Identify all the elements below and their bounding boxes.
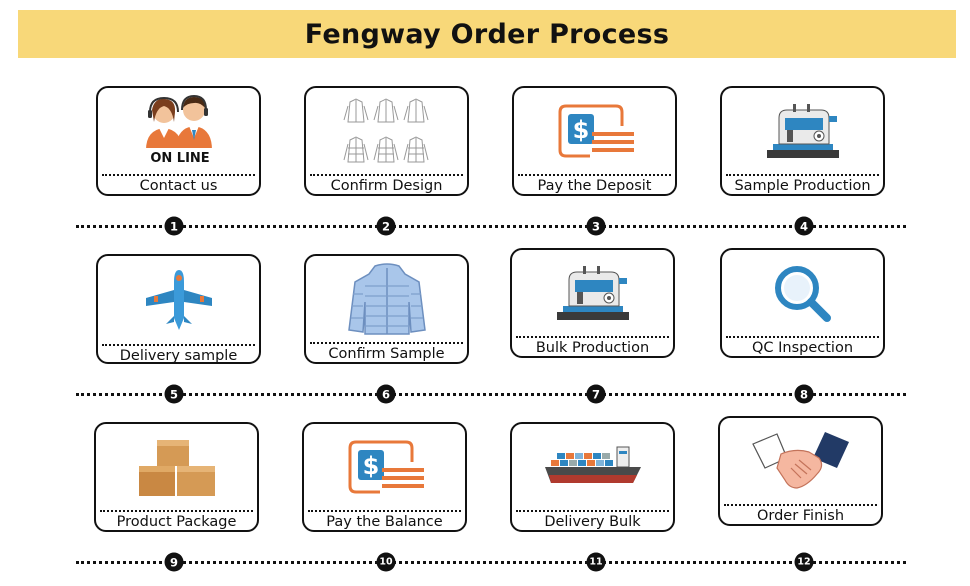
label-divider xyxy=(100,510,253,512)
label-divider xyxy=(726,336,879,338)
step-label: Confirm Sample xyxy=(328,346,445,362)
svg-text:$: $ xyxy=(572,116,589,144)
sewing-machine-icon xyxy=(722,94,883,170)
step-card-bulk-production: Bulk Production xyxy=(510,248,675,358)
step-card-order-finish: Order Finish xyxy=(718,416,883,526)
step-label: Pay the Balance xyxy=(326,514,443,530)
step-label: Sample Production xyxy=(734,178,871,194)
label-divider xyxy=(518,174,671,176)
magnifier-icon xyxy=(722,256,883,332)
label-divider xyxy=(516,336,669,338)
step-card-pay-deposit: $ Pay the Deposit xyxy=(512,86,677,196)
timeline-row-2 xyxy=(76,393,906,396)
step-card-qc-inspection: QC Inspection xyxy=(720,248,885,358)
step-card-delivery-bulk: Delivery Bulk xyxy=(510,422,675,532)
step-label: Pay the Deposit xyxy=(537,178,652,194)
label-divider xyxy=(310,174,463,176)
customer-service-icon: ON LINE xyxy=(98,94,259,170)
step-card-pay-balance: $ Pay the Balance xyxy=(302,422,467,532)
boxes-icon xyxy=(96,430,257,506)
step-card-product-package: Product Package xyxy=(94,422,259,532)
label-divider xyxy=(102,344,255,346)
svg-text:$: $ xyxy=(362,452,379,480)
step-card-sample-production: Sample Production xyxy=(720,86,885,196)
timeline-row-1 xyxy=(76,225,906,228)
step-number-3: 3 xyxy=(586,216,606,236)
step-label: Order Finish xyxy=(756,508,845,524)
step-card-delivery-sample: Delivery sample xyxy=(96,254,261,364)
step-label: Delivery Bulk xyxy=(544,514,641,530)
step-number-7: 7 xyxy=(586,384,606,404)
step-number-5: 5 xyxy=(164,384,184,404)
timeline-row-3 xyxy=(76,561,906,564)
step-card-contact-us: ON LINE Contact us xyxy=(96,86,261,196)
step-number-1: 1 xyxy=(164,216,184,236)
step-label: Contact us xyxy=(139,178,218,194)
payment-card-icon: $ xyxy=(304,430,465,506)
step-number-9: 9 xyxy=(164,552,184,572)
handshake-icon xyxy=(720,424,881,500)
step-label: Product Package xyxy=(116,514,237,530)
online-text: ON LINE xyxy=(150,151,209,166)
step-number-8: 8 xyxy=(794,384,814,404)
step-number-2: 2 xyxy=(376,216,396,236)
payment-card-icon: $ xyxy=(514,94,675,170)
step-label: Bulk Production xyxy=(535,340,650,356)
step-label: Delivery sample xyxy=(119,348,238,364)
step-number-6: 6 xyxy=(376,384,396,404)
step-number-4: 4 xyxy=(794,216,814,236)
step-card-confirm-design: Confirm Design xyxy=(304,86,469,196)
puffer-jacket-icon xyxy=(306,262,467,338)
sewing-machine-icon xyxy=(512,256,673,332)
label-divider xyxy=(724,504,877,506)
label-divider xyxy=(726,174,879,176)
page-title: Fengway Order Process xyxy=(304,18,670,50)
label-divider xyxy=(516,510,669,512)
label-divider xyxy=(308,510,461,512)
step-label: QC Inspection xyxy=(751,340,854,356)
step-label: Confirm Design xyxy=(330,178,443,194)
cargo-ship-icon xyxy=(512,430,673,506)
label-divider xyxy=(310,342,463,344)
title-banner: Fengway Order Process xyxy=(18,10,956,58)
label-divider xyxy=(102,174,255,176)
step-number-11: 11 xyxy=(586,552,606,572)
step-number-12: 12 xyxy=(794,552,814,572)
step-card-confirm-sample: Confirm Sample xyxy=(304,254,469,364)
airplane-icon xyxy=(98,262,259,338)
jacket-sketches-icon xyxy=(306,94,467,170)
step-number-10: 10 xyxy=(376,552,396,572)
